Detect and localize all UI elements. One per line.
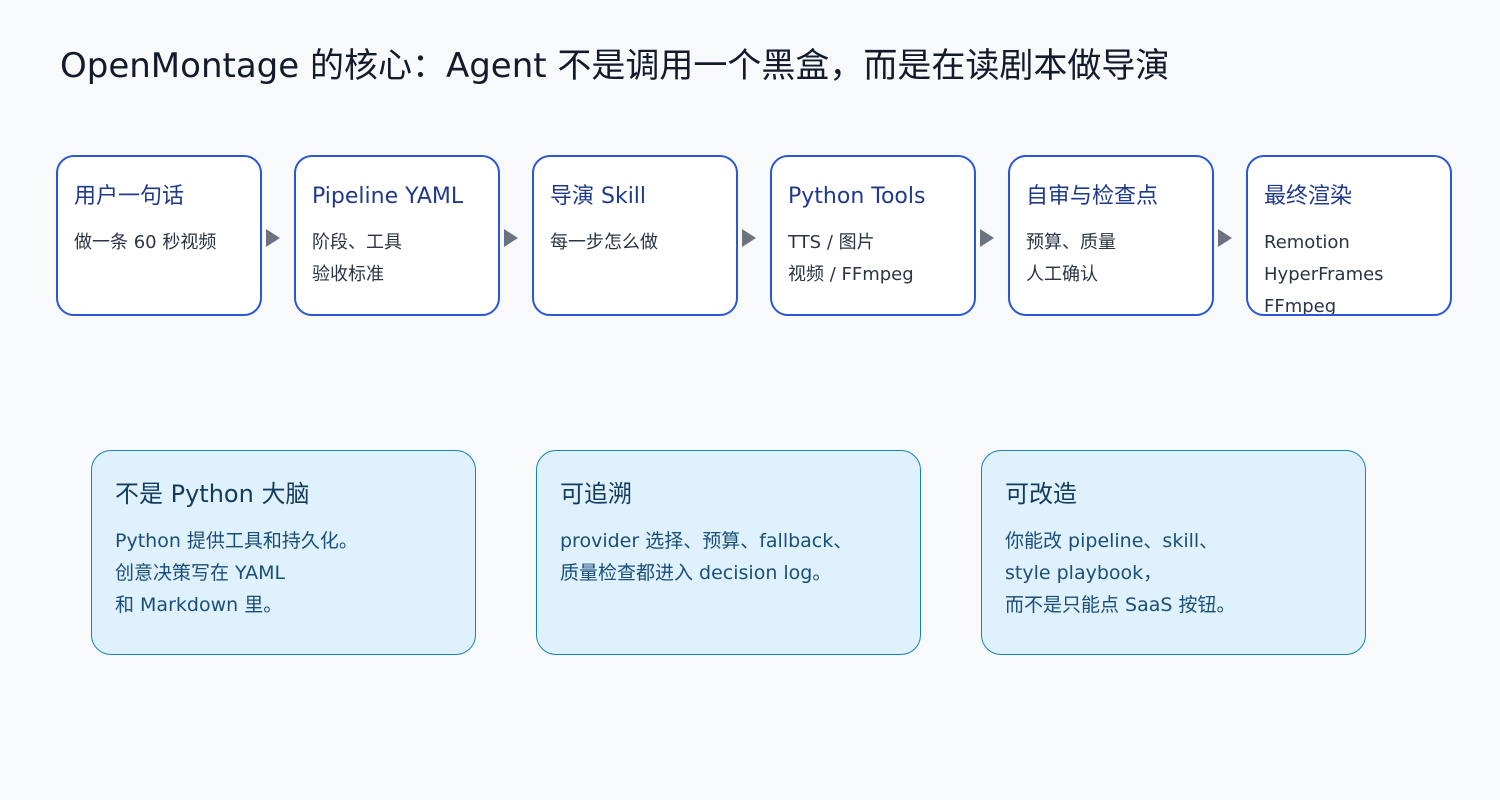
note-line: provider 选择、预算、fallback、 [560,530,853,552]
stage-line: FFmpeg [1264,296,1337,316]
stage-line: 做一条 60 秒视频 [74,232,217,253]
stage-title: Python Tools [788,184,926,209]
stage-line: 阶段、工具 [312,232,402,253]
stage-final-render: 最终渲染 Remotion HyperFrames FFmpeg [1246,155,1452,316]
stage-line: TTS / 图片 [788,232,875,253]
note-line: 而不是只能点 SaaS 按钮。 [1005,594,1236,616]
note-traceable: 可追溯 provider 选择、预算、fallback、 质量检查都进入 dec… [536,450,921,655]
stage-title: 自审与检查点 [1026,184,1159,209]
note-line: 和 Markdown 里。 [115,594,283,616]
stage-title: 最终渲染 [1264,184,1353,209]
stage-self-review: 自审与检查点 预算、质量 人工确认 [1008,155,1214,316]
stage-title: 导演 Skill [550,184,647,209]
flow-arrow-icon [742,229,756,247]
note-title: 可追溯 [560,480,632,508]
note-line: Python 提供工具和持久化。 [115,530,358,552]
stage-line: HyperFrames [1264,264,1384,285]
stage-line: 人工确认 [1026,264,1098,285]
note-line: 你能改 pipeline、skill、 [1005,530,1219,552]
flow-arrow-icon [1218,229,1232,247]
flow-arrow-icon [266,229,280,247]
stage-line: 预算、质量 [1026,232,1116,253]
stage-user-sentence: 用户一句话 做一条 60 秒视频 [56,155,262,316]
note-title: 可改造 [1005,480,1077,508]
stage-line: 每一步怎么做 [550,232,658,253]
stage-line: Remotion [1264,232,1350,253]
stage-line: 视频 / FFmpeg [788,264,914,285]
stage-title: 用户一句话 [74,184,185,209]
stage-title: Pipeline YAML [312,184,464,209]
note-not-python-brain: 不是 Python 大脑 Python 提供工具和持久化。 创意决策写在 YAM… [91,450,476,655]
note-line: style playbook， [1005,562,1163,584]
stage-python-tools: Python Tools TTS / 图片 视频 / FFmpeg [770,155,976,316]
page-title: OpenMontage 的核心：Agent 不是调用一个黑盒，而是在读剧本做导演 [60,46,1170,86]
note-title: 不是 Python 大脑 [115,480,310,508]
note-line: 创意决策写在 YAML [115,562,286,584]
flow-arrow-icon [504,229,518,247]
note-modifiable: 可改造 你能改 pipeline、skill、 style playbook， … [981,450,1366,655]
stage-pipeline-yaml: Pipeline YAML 阶段、工具 验收标准 [294,155,500,316]
note-line: 质量检查都进入 decision log。 [560,562,832,584]
flow-arrow-icon [980,229,994,247]
stage-line: 验收标准 [312,264,384,285]
stage-director-skill: 导演 Skill 每一步怎么做 [532,155,738,316]
